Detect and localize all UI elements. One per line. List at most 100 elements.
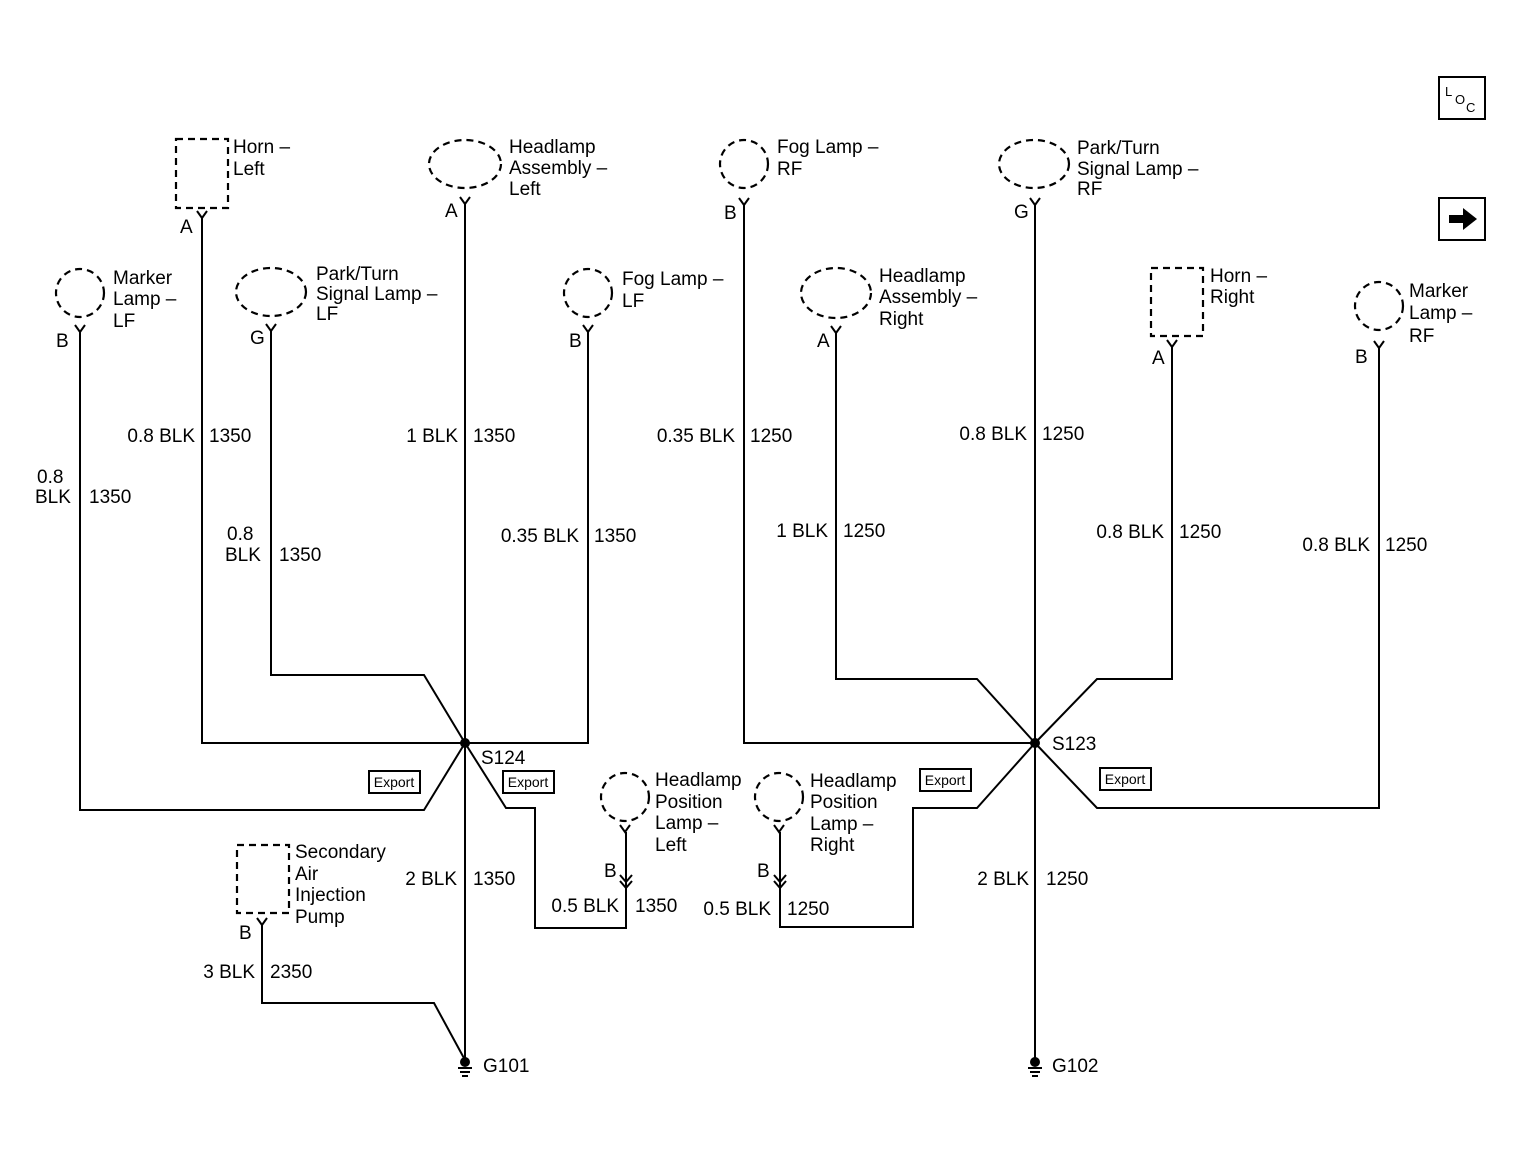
ground-g101: G101 [458,1056,529,1077]
svg-text:Park/Turn: Park/Turn [1077,138,1160,159]
svg-text:S123: S123 [1052,734,1096,755]
splice-s124: S124 [460,738,526,769]
svg-text:0.8: 0.8 [37,467,63,488]
svg-text:B: B [56,331,69,352]
svg-text:LF: LF [113,311,135,332]
svg-text:1250: 1250 [787,899,829,920]
svg-text:B: B [569,331,582,352]
svg-text:A: A [1152,348,1165,369]
svg-text:B: B [724,203,737,224]
svg-text:1 BLK: 1 BLK [406,426,458,447]
wire-label-horn-right: 0.8 BLK 1250 [1096,522,1221,543]
svg-text:LF: LF [622,291,644,312]
headlamp-assembly-right: Headlamp Assembly – Right A [799,266,978,352]
svg-text:Marker: Marker [1409,281,1469,302]
export-label: Export [1099,767,1152,791]
export-label: Export [502,770,555,794]
svg-text:A: A [817,331,830,352]
svg-text:Pump: Pump [295,907,345,928]
wire-label-fog-rf: 0.35 BLK 1250 [657,426,792,447]
wire-label-marker-lf: 0.8 BLK 1350 [35,467,131,508]
svg-text:1250: 1250 [843,521,885,542]
export-label: Export [368,770,421,794]
svg-text:Position: Position [810,792,878,813]
svg-text:0.8 BLK: 0.8 BLK [959,424,1027,445]
svg-text:Lamp –: Lamp – [655,813,719,834]
svg-text:B: B [757,861,770,882]
svg-text:Left: Left [233,159,265,180]
svg-text:B: B [1355,347,1368,368]
marker-lamp-rf: Marker Lamp – RF B [1353,280,1473,368]
svg-text:1350: 1350 [279,545,321,566]
svg-text:0.35 BLK: 0.35 BLK [657,426,735,447]
svg-text:L: L [1445,84,1452,99]
svg-text:Headlamp: Headlamp [655,770,742,791]
svg-text:Horn –: Horn – [233,137,290,158]
svg-text:1250: 1250 [1046,869,1088,890]
wire-label-air-pump: 3 BLK 2350 [203,962,312,983]
wire-label-park-lf: 0.8 BLK 1350 [225,524,321,566]
svg-text:G102: G102 [1052,1056,1098,1077]
loc-button[interactable]: L O C [1438,76,1486,120]
svg-text:Export: Export [925,772,966,788]
svg-text:Right: Right [879,309,924,330]
svg-text:Export: Export [508,774,549,790]
horn-right: Horn – Right A [1149,266,1267,369]
wire-label-horn-left: 0.8 BLK 1350 [127,426,251,447]
wire-label-hl-pos-left: 0.5 BLK 1350 [551,896,677,917]
wires-s123 [743,205,1380,1060]
svg-text:2 BLK: 2 BLK [405,869,457,890]
marker-lamp-lf: Marker Lamp – LF B [54,267,177,352]
headlamp-position-lamp-right: Headlamp Position Lamp – Right B [753,771,897,882]
wire-label-headlamp-right: 1 BLK 1250 [776,521,885,542]
headlamp-assembly-left: Headlamp Assembly – Left A [427,137,608,222]
svg-text:Signal Lamp –: Signal Lamp – [316,284,438,305]
export-label: Export [919,768,972,792]
wires-s124 [79,204,627,1061]
svg-text:BLK: BLK [225,545,261,566]
svg-text:Left: Left [509,179,541,200]
svg-text:1250: 1250 [1385,535,1427,556]
svg-text:1350: 1350 [594,526,636,547]
svg-text:1250: 1250 [1179,522,1221,543]
svg-text:Horn –: Horn – [1210,266,1267,287]
svg-text:2 BLK: 2 BLK [977,869,1029,890]
svg-text:1250: 1250 [1042,424,1084,445]
secondary-air-injection-pump: Secondary Air Injection Pump B [235,842,386,944]
svg-text:Assembly –: Assembly – [509,158,608,179]
svg-text:0.8 BLK: 0.8 BLK [1302,535,1370,556]
svg-text:A: A [180,217,193,238]
next-page-button[interactable] [1438,197,1486,241]
svg-text:B: B [239,923,252,944]
wire-label-g102: 2 BLK 1250 [977,869,1088,890]
fog-lamp-rf: Fog Lamp – RF B [718,137,879,224]
svg-text:0.8: 0.8 [227,524,253,545]
svg-text:1350: 1350 [473,426,515,447]
svg-text:RF: RF [1409,326,1434,347]
svg-text:Left: Left [655,835,687,856]
svg-text:1350: 1350 [89,487,131,508]
horn-left: Horn – Left A [174,137,290,238]
svg-text:Export: Export [1105,771,1146,787]
svg-text:LF: LF [316,304,338,325]
svg-text:Assembly –: Assembly – [879,287,978,308]
svg-text:2350: 2350 [270,962,312,983]
svg-text:Right: Right [810,835,855,856]
svg-text:0.8 BLK: 0.8 BLK [127,426,195,447]
svg-text:A: A [445,201,458,222]
svg-text:RF: RF [1077,179,1102,200]
svg-text:S124: S124 [481,748,526,769]
svg-text:Position: Position [655,792,723,813]
svg-text:B: B [604,861,617,882]
svg-text:Secondary: Secondary [295,842,386,863]
svg-text:BLK: BLK [35,487,71,508]
svg-text:1350: 1350 [635,896,677,917]
svg-text:Lamp –: Lamp – [810,814,874,835]
wire-label-fog-lf: 0.35 BLK 1350 [501,526,636,547]
svg-text:Right: Right [1210,287,1255,308]
svg-text:Fog Lamp –: Fog Lamp – [777,137,879,158]
headlamp-position-lamp-left: Headlamp Position Lamp – Left B [599,770,742,882]
svg-text:Fog Lamp –: Fog Lamp – [622,269,724,290]
svg-text:RF: RF [777,159,802,180]
